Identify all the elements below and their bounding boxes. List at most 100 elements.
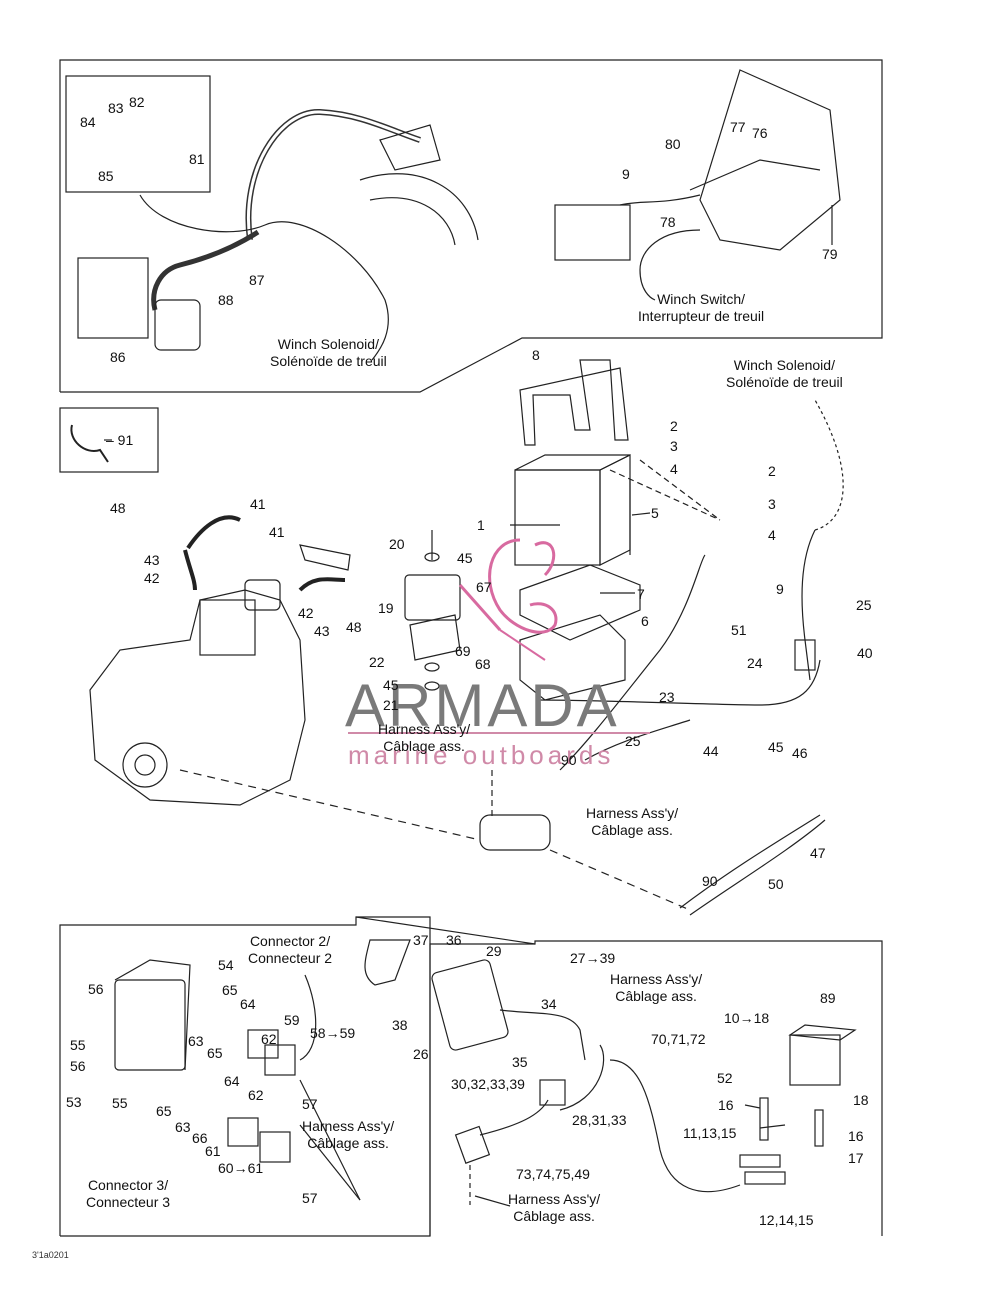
part-label-45a: 45 — [457, 550, 473, 566]
part-label-20: 20 — [389, 536, 405, 552]
part-label-82: 82 — [129, 94, 145, 110]
caption-line: Winch Solenoid/ — [277, 336, 379, 352]
part-label-57a: 57 — [302, 1096, 318, 1112]
hose-41 — [186, 515, 241, 550]
part-label-48b: 48 — [346, 619, 362, 635]
part-label-46: 46 — [792, 745, 808, 761]
part-label-67: 67 — [476, 579, 492, 595]
part-label-16a: 16 — [718, 1097, 734, 1113]
part-label-42b: 42 — [298, 605, 314, 621]
part-label-9a: 9 — [622, 166, 630, 182]
part-label-10: 10→18 — [724, 1010, 770, 1026]
part-label-42a: 42 — [144, 570, 160, 586]
winch-switch-bracket — [379, 124, 441, 171]
part-label-62a: 62 — [261, 1031, 277, 1047]
part-label-73: 73,74,75,49 — [516, 1166, 590, 1182]
part-label-28: 28,31,33 — [572, 1112, 627, 1128]
part-label-19: 19 — [378, 600, 394, 616]
engine — [89, 589, 306, 806]
part-label-24: 24 — [747, 655, 763, 671]
part-label-3a: 3 — [670, 438, 678, 454]
caption-line: Câblage ass. — [383, 738, 465, 754]
part-label-9b: 9 — [776, 581, 784, 597]
part-label-25a: 25 — [856, 597, 872, 613]
caption-line: Câblage ass. — [615, 988, 697, 1004]
part-label-6: 6 — [641, 613, 649, 629]
caption-line: Solénoïde de treuil — [726, 374, 843, 390]
caption-harness-1: Harness Ass'y/ Câblage ass. — [378, 721, 470, 755]
caption-line: Connecteur 3 — [86, 1194, 171, 1210]
part-label-2b: 2 — [768, 463, 776, 479]
part-label-77: 77 — [730, 119, 746, 135]
part-label-78: 78 — [660, 214, 676, 230]
part-label-4b: 4 — [768, 527, 776, 543]
top-panel-frame — [59, 59, 883, 393]
part-label-55b: 55 — [112, 1095, 128, 1111]
part-label-22: 22 — [369, 654, 385, 670]
starter — [479, 814, 551, 851]
part-label-2a: 2 — [670, 418, 678, 434]
caption-line: Winch Solenoid/ — [733, 357, 835, 373]
figure-reference-code: 3'1a0201 — [32, 1250, 69, 1260]
part-label-43b: 43 — [314, 623, 330, 639]
part-label-43a: 43 — [144, 552, 160, 568]
part-label-47: 47 — [810, 845, 826, 861]
inset-frame — [65, 75, 211, 193]
caption-line: Connecteur 2 — [248, 950, 333, 966]
part-label-48a: 48 — [110, 500, 126, 516]
part-label-36: 36 — [446, 932, 462, 948]
watermark-brand: ARMADA — [345, 672, 620, 739]
part-label-1: 1 — [477, 517, 485, 533]
part-label-37: 37 — [413, 932, 429, 948]
caption-line: Harness Ass'y/ — [378, 721, 471, 737]
part-label-40: 40 — [857, 645, 873, 661]
part-label-58: 58→59 — [310, 1025, 356, 1041]
part-label-65b: 65 — [207, 1045, 223, 1061]
part-label-90b: 90 — [702, 873, 718, 889]
handlebar-area — [699, 69, 841, 251]
caption-winch-solenoid-top: Winch Solenoid/ Solénoïde de treuil — [270, 336, 387, 370]
part-label-27: 27→39 — [570, 950, 616, 966]
part-label-4a: 4 — [670, 461, 678, 477]
caption-harness-2: Harness Ass'y/ Câblage ass. — [586, 805, 678, 839]
part-label-65c: 65 — [156, 1103, 172, 1119]
part-label-38: 38 — [392, 1017, 408, 1033]
part-label-64b: 64 — [224, 1073, 240, 1089]
part-label-52: 52 — [717, 1070, 733, 1086]
caption-line: Winch Switch/ — [657, 291, 745, 307]
part-label-8: 8 — [532, 347, 540, 363]
caption-harness-4: Harness Ass'y/ Câblage ass. — [610, 971, 702, 1005]
part-label-83: 83 — [108, 100, 124, 116]
part-label-65a: 65 — [222, 982, 238, 998]
part-label-21: 21 — [383, 697, 399, 713]
tie-wrap-box — [59, 407, 159, 473]
ignition-coil — [404, 574, 461, 621]
part-label-41a: 41 — [250, 496, 266, 512]
frame-join-line — [355, 916, 536, 945]
part-label-56b: 56 — [70, 1058, 86, 1074]
part-label-3b: 3 — [768, 496, 776, 512]
part-label-23: 23 — [659, 689, 675, 705]
part-label-64a: 64 — [240, 996, 256, 1012]
part-label-68: 68 — [475, 656, 491, 672]
part-label-16b: 16 — [848, 1128, 864, 1144]
bottom-right-frame — [429, 940, 883, 1236]
part-label-79: 79 — [822, 246, 838, 262]
caption-line: Solénoïde de treuil — [270, 353, 387, 369]
part-label-84: 84 — [80, 114, 96, 130]
part-label-85: 85 — [98, 168, 114, 184]
part-label-70: 70,71,72 — [651, 1031, 706, 1047]
winch-motor — [77, 257, 149, 339]
battery-top-inset — [554, 204, 631, 261]
caption-line: Câblage ass. — [513, 1208, 595, 1224]
tie-wrap-icon — [70, 424, 109, 463]
part-label-25b: 25 — [625, 733, 641, 749]
part-label-91: – 91 — [106, 432, 134, 448]
part-label-86: 86 — [110, 349, 126, 365]
winch-solenoid-lead — [139, 194, 389, 361]
part-label-57b: 57 — [302, 1190, 318, 1206]
part-label-11: 11,13,15 — [683, 1125, 737, 1141]
battery-cable-6 — [559, 554, 706, 771]
caption-harness-5: Harness Ass'y/ Câblage ass. — [508, 1191, 600, 1225]
